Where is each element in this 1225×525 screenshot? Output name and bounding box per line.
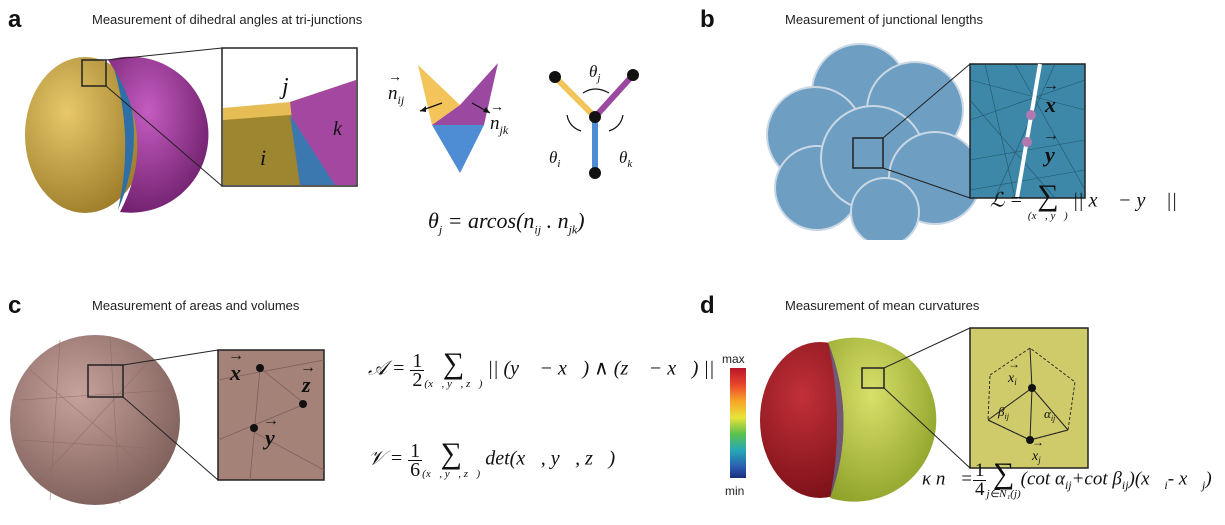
svg-text:→: → — [263, 412, 279, 429]
panel-d-label: d — [700, 292, 715, 319]
cell-blue-interface — [112, 62, 134, 210]
cell-lime — [828, 337, 937, 502]
inset-d-xi: xi — [1007, 371, 1017, 387]
colorbar-min-label: min — [725, 484, 745, 498]
svg-text:→: → — [228, 347, 244, 364]
normal-n-ij: nij — [388, 83, 405, 107]
inset-d — [969, 327, 1089, 469]
panel-b-label: b — [700, 6, 715, 33]
inset-label-i: i — [260, 145, 266, 170]
inset-c-x: x — [229, 360, 241, 385]
inset-d-alpha: αij — [1044, 406, 1056, 423]
colorbar-max-label: max — [722, 352, 745, 366]
cell-gold — [25, 57, 145, 213]
colorbar — [730, 368, 746, 478]
inset-b-x: x — [1044, 92, 1056, 117]
inset-c-z: z — [301, 372, 311, 397]
panel-b-cell-aggregate: x y → → — [766, 43, 1086, 240]
panel-d-title: Measurement of mean curvatures — [785, 298, 980, 313]
panel-a-sphere-figure: j i k — [25, 47, 358, 213]
inset-label-k: k — [333, 118, 343, 140]
theta-j: θj — [589, 62, 600, 84]
zoom-box-a — [81, 59, 107, 87]
svg-text:→: → — [490, 98, 504, 114]
svg-text:→: → — [1043, 77, 1059, 94]
zoom-box-b — [852, 137, 884, 169]
inset-b-y: y — [1042, 142, 1055, 167]
zoom-box-d — [861, 367, 885, 389]
svg-text:→: → — [1032, 435, 1044, 449]
panel-a-label: a — [8, 6, 22, 33]
inset-c — [217, 349, 325, 481]
svg-text:→: → — [1043, 127, 1059, 144]
trijunction-angle-diagram: θj θi θk — [549, 62, 639, 179]
inset-c-y: y — [262, 425, 275, 450]
panel-c-label: c — [8, 292, 22, 319]
panel-c-title: Measurement of areas and volumes — [92, 298, 300, 313]
panel-c-mesh-sphere: x z y → → → — [10, 335, 325, 505]
normals-schematic: nij njk → → — [388, 63, 509, 173]
inset-b — [969, 63, 1086, 199]
equation-dihedral-angle: θj = arcos(nij . njk) — [428, 208, 585, 237]
panel-d-curvature-spheres: xi xj βij αij → → — [760, 327, 1089, 502]
theta-i: θi — [549, 148, 560, 170]
inset-label-j: j — [279, 74, 289, 100]
inset-d-xj: xj — [1031, 449, 1041, 465]
equation-junction-length: ℒ = ∑(x⃗, y⃗) || x⃗ − y⃗ || — [990, 179, 1177, 223]
inset-a — [221, 47, 358, 187]
theta-k: θk — [619, 148, 633, 170]
svg-text:→: → — [1008, 357, 1020, 371]
cell-magenta — [108, 56, 209, 213]
inset-d-beta: βij — [997, 404, 1010, 421]
svg-text:→: → — [388, 68, 402, 84]
normal-n-jk: njk — [490, 113, 509, 137]
panel-b-title: Measurement of junctional lengths — [785, 12, 984, 27]
svg-text:→: → — [300, 359, 316, 376]
zoom-box-c — [87, 364, 124, 398]
panel-a-title: Measurement of dihedral angles at tri-ju… — [92, 12, 363, 27]
